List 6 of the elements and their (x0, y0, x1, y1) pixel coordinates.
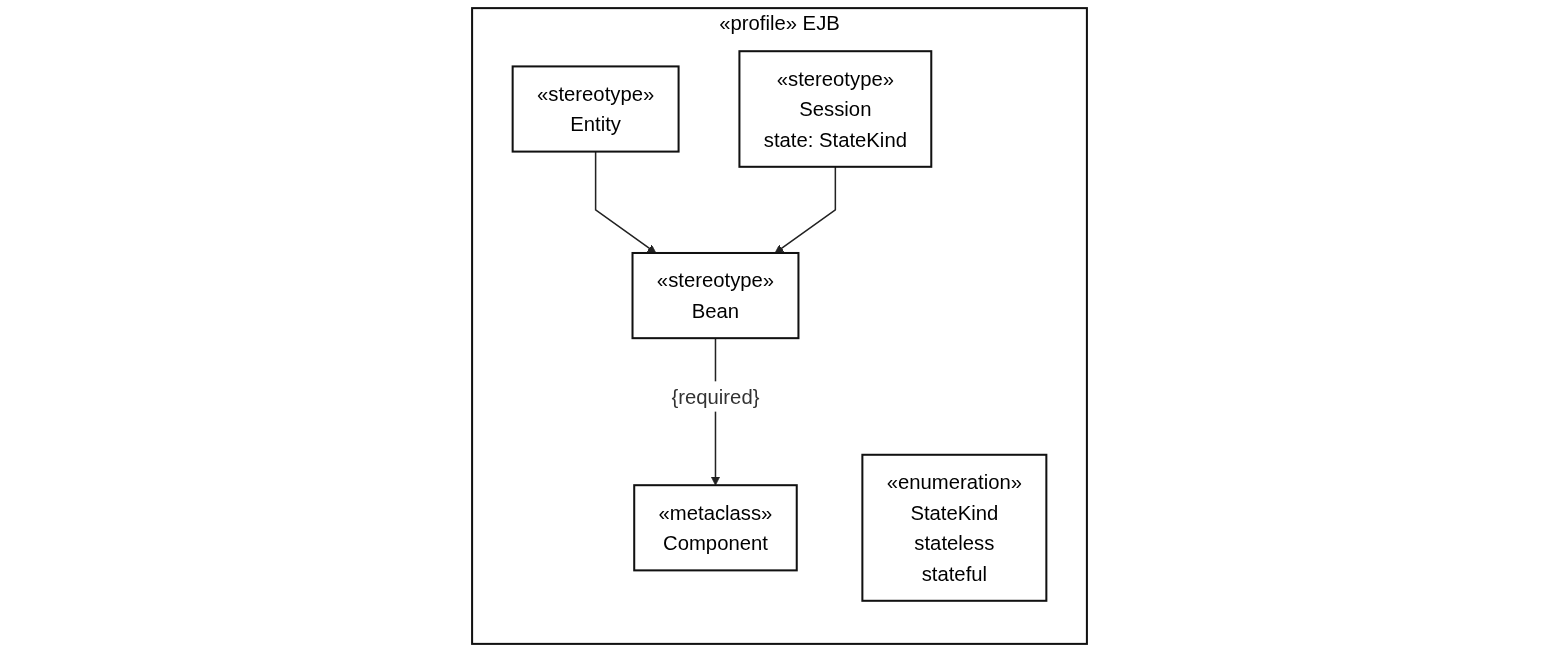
node-box: «metaclass» Component (633, 484, 798, 572)
node-box: «stereotype» Entity (511, 65, 680, 153)
node-box: «stereotype» Bean (631, 251, 800, 340)
edge-label: {required} (671, 385, 760, 408)
node-box: «enumeration» StateKind stateless stateful (861, 453, 1048, 602)
node-box: «stereotype» Session state: StateKind (738, 50, 933, 168)
